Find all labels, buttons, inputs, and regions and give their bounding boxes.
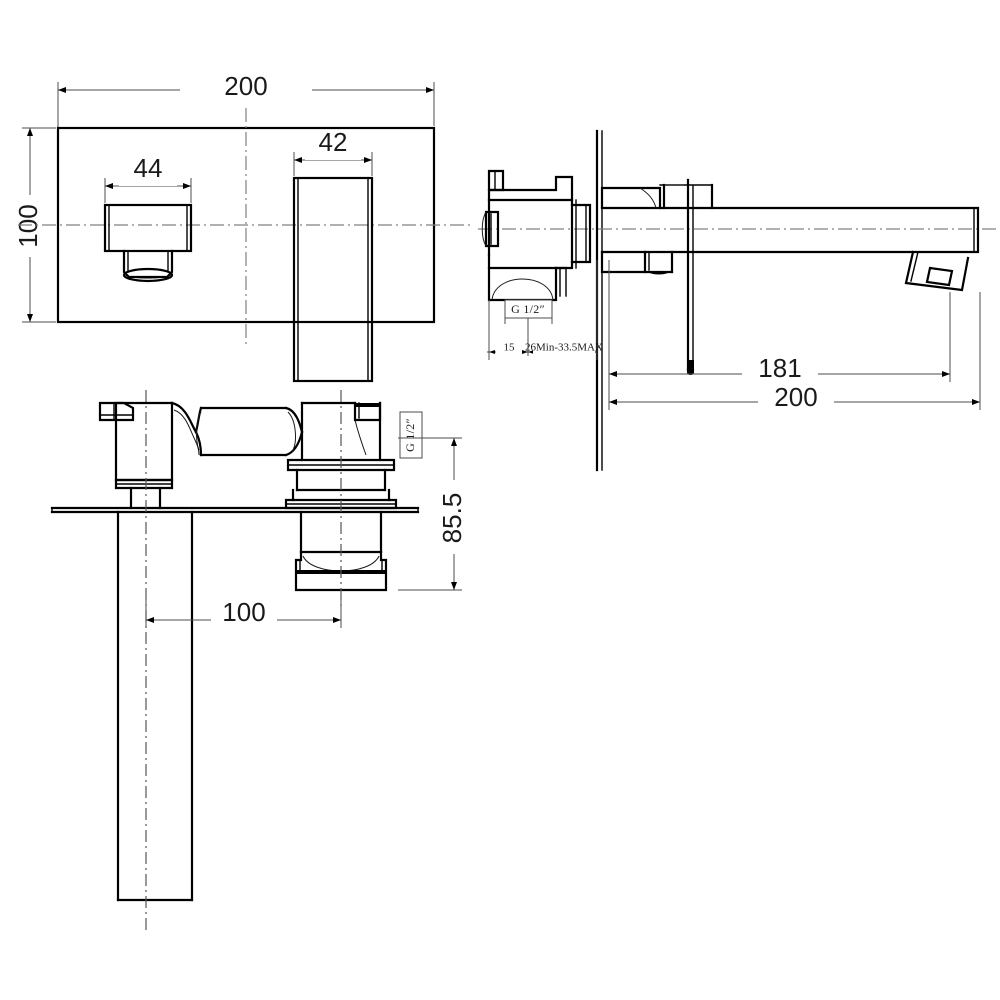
dim-label-100-section: 100 [222, 597, 265, 627]
dim-label-200-top: 200 [224, 71, 267, 101]
dim-label-200-bottom: 200 [774, 382, 817, 412]
note-outlet-thread: G 1/2″ [399, 411, 423, 459]
valve-body-profile [481, 169, 592, 302]
dim-label-15: 15 [504, 342, 516, 354]
spout-front-profile [103, 203, 193, 283]
side-lever-handle [686, 178, 695, 375]
note-inlet-thread: G 1/2″ [504, 299, 553, 324]
handle-front-profile [292, 176, 374, 383]
dim-handle-width-42: 42 [293, 127, 373, 176]
dim-label-100-left: 100 [13, 204, 43, 247]
section-view: G 1/2″ 100 85.5 [50, 390, 472, 930]
dim-front-width-200: 200 [58, 71, 434, 106]
dim-label-42: 42 [319, 127, 348, 157]
dim-label-44: 44 [134, 153, 163, 183]
dim-label-85-5: 85.5 [437, 493, 467, 544]
side-elevation-view: G 1/2″ 15 26Min-33.5MAX 181 [478, 129, 998, 472]
section-left-valve [98, 401, 203, 510]
dim-front-height-100: 100 [12, 128, 48, 322]
note-label-g-half-inch-section: G 1/2″ [403, 418, 417, 452]
front-height-extensions [22, 127, 56, 323]
dim-section-depth-855: 85.5 [398, 437, 472, 591]
section-drop-tube [116, 510, 194, 902]
note-label-g-half-inch-side: G 1/2″ [511, 302, 545, 316]
spout-arm-profile [600, 183, 980, 292]
front-dim-extensions [57, 82, 435, 128]
dim-label-depth-range: 26Min-33.5MAX [525, 342, 603, 354]
dim-spout-width-44: 44 [104, 153, 192, 203]
dim-section-centres-100: 100 [145, 597, 342, 630]
front-elevation-view: 200 100 [12, 71, 470, 383]
side-wall-plate [595, 129, 603, 472]
dim-side-reach-181: 181 [608, 260, 951, 386]
dim-label-181: 181 [758, 353, 801, 383]
dim-side-projection-200: 200 [608, 292, 981, 416]
dim-side-small-group: 15 26Min-33.5MAX [487, 260, 603, 360]
section-bridge-body [194, 406, 304, 457]
